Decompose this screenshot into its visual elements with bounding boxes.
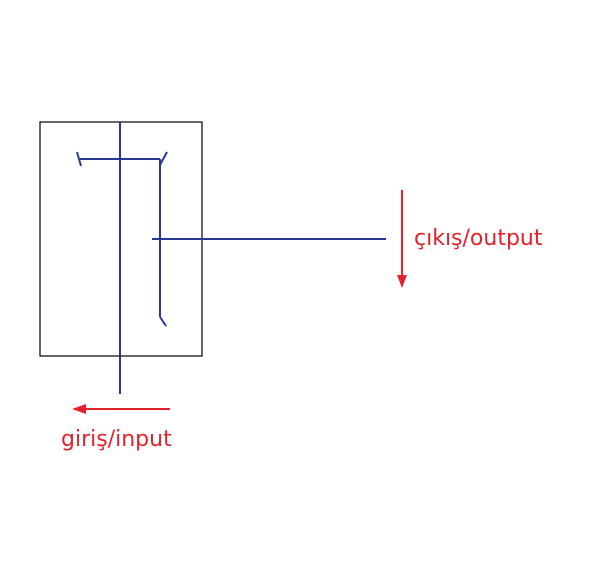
output-arrow	[397, 190, 407, 288]
input-label: giriş/input	[61, 427, 172, 452]
output-arrow-head	[397, 275, 407, 288]
input-arrow-head	[72, 404, 86, 414]
output-gear-tick-bottom	[159, 316, 167, 327]
input-arrow	[72, 404, 170, 414]
output-label: çıkış/output	[414, 226, 543, 251]
input-shaft	[76, 122, 160, 394]
output-shaft	[152, 151, 386, 327]
output-gear-tick-top	[159, 151, 168, 166]
input-gear-tick-left	[76, 151, 82, 167]
